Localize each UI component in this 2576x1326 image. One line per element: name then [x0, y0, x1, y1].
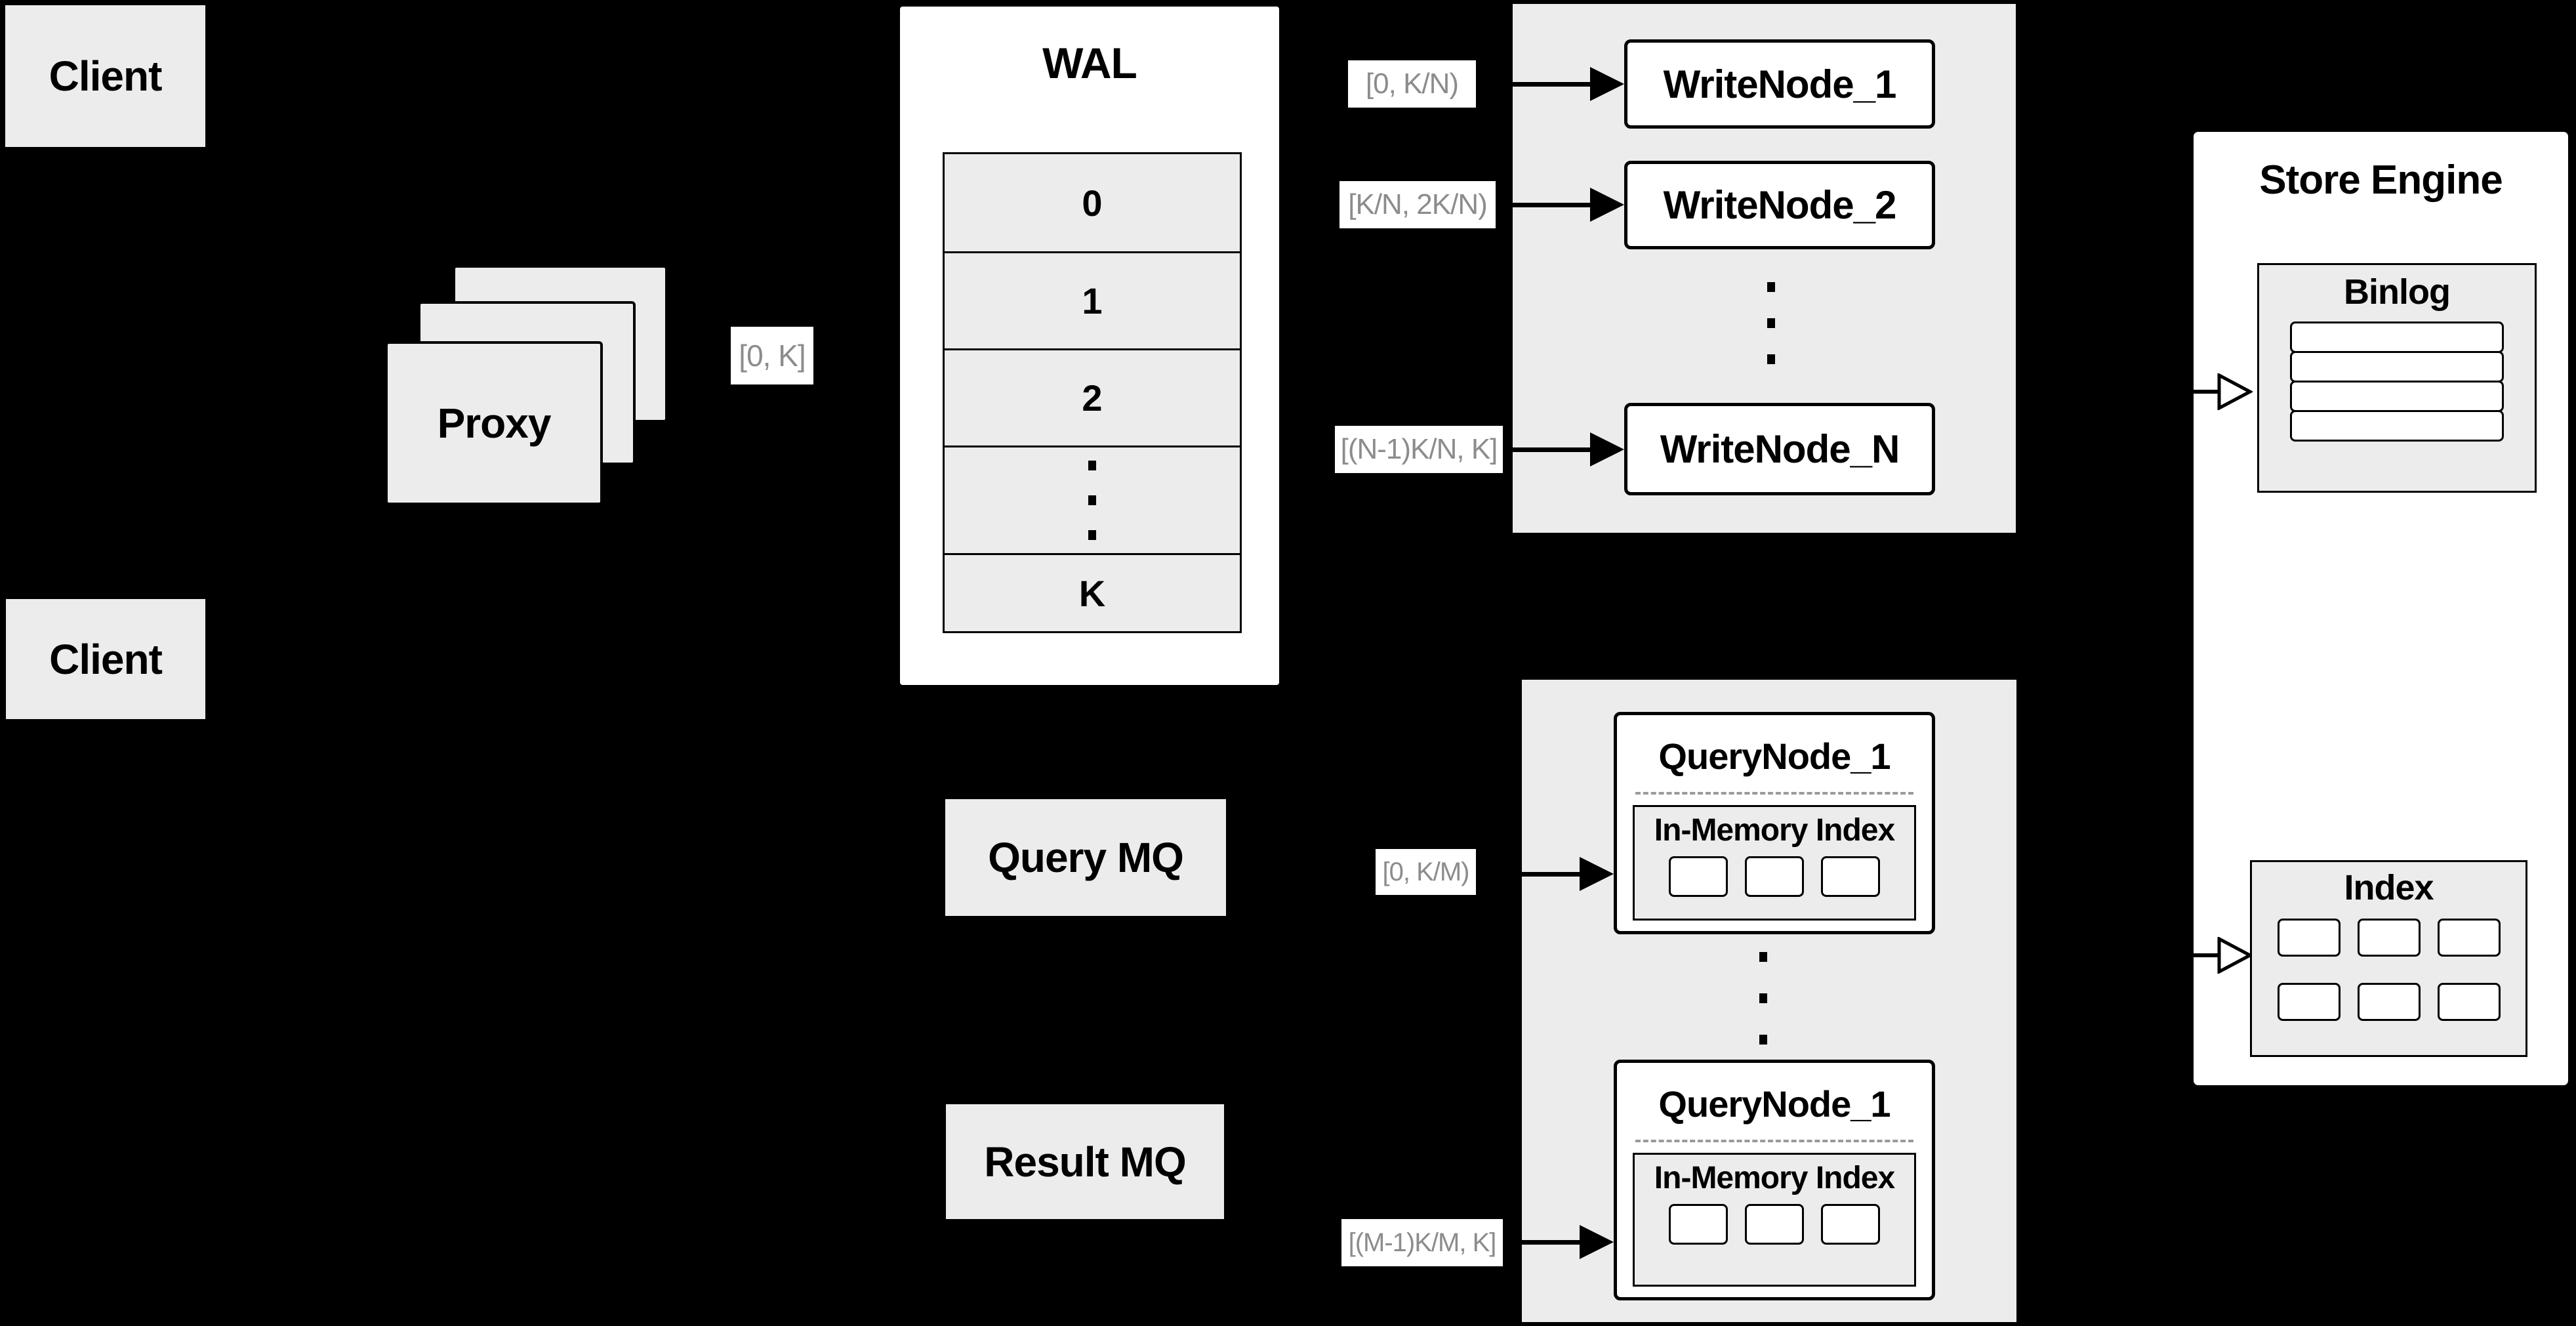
index-segments — [1669, 856, 1880, 897]
in-memory-index-box: In-Memory Index — [1633, 805, 1916, 921]
binlog-row — [2290, 410, 2504, 442]
range-label-proxy-to-wal: [0, K] — [731, 327, 813, 384]
client-box-top: Client — [5, 5, 205, 147]
index-segment-row — [2277, 919, 2501, 957]
ellipsis-dot-icon — [1767, 354, 1775, 364]
in-memory-index-box: In-Memory Index — [1633, 1153, 1916, 1287]
ellipsis-dot-icon — [1759, 1035, 1767, 1045]
index-segments-grid — [2252, 919, 2525, 1021]
binlog-row — [2290, 351, 2504, 383]
binlog-box: Binlog — [2257, 263, 2537, 493]
range-label-querynode-1: [0, K/M) — [1376, 849, 1476, 895]
ellipsis-dot-icon — [1767, 282, 1775, 292]
segment-box — [1821, 1204, 1880, 1245]
in-memory-index-title: In-Memory Index — [1654, 813, 1895, 848]
ellipsis-dot-icon — [1088, 461, 1096, 470]
hollow-arrow-right-icon — [2194, 373, 2253, 410]
range-label-querynode-m: [(M-1)K/M, K] — [1341, 1219, 1503, 1266]
writenode-1-box: WriteNode_1 — [1624, 39, 1935, 129]
writenode-2-box: WriteNode_2 — [1624, 161, 1935, 249]
segment-box — [2357, 983, 2421, 1021]
ellipsis-dot-icon — [1088, 495, 1096, 505]
segment-box — [2277, 983, 2341, 1021]
query-nodes-panel: QueryNode_1 In-Memory Index QueryNode_1 … — [1522, 680, 2016, 1322]
arrow-right-icon — [1513, 432, 1624, 466]
arrow-right-icon — [1513, 188, 1624, 222]
segment-box — [2277, 919, 2341, 957]
segment-box — [1669, 856, 1728, 897]
wal-segment-table: 0 1 2 K — [943, 152, 1242, 633]
write-nodes-panel: WriteNode_1 WriteNode_2 WriteNode_N — [1513, 4, 2016, 533]
index-box: Index — [2250, 860, 2527, 1057]
wal-row-ellipsis — [945, 445, 1240, 553]
querynode-title: QueryNode_1 — [1658, 1083, 1891, 1125]
arrow-right-icon — [1522, 857, 1614, 891]
index-title: Index — [2344, 868, 2434, 907]
wal-row-0: 0 — [945, 154, 1240, 251]
wal-title: WAL — [1042, 39, 1137, 87]
arrow-right-icon — [1513, 67, 1624, 101]
querynode-1-box: QueryNode_1 In-Memory Index — [1614, 712, 1935, 934]
binlog-rows — [2290, 321, 2504, 442]
segment-box — [2437, 919, 2501, 957]
dashed-divider — [1635, 1140, 1913, 1142]
ellipsis-dot-icon — [1767, 318, 1775, 328]
binlog-row — [2290, 321, 2504, 353]
segment-box — [1745, 1204, 1804, 1245]
querynode-m-box: QueryNode_1 In-Memory Index — [1614, 1060, 1935, 1300]
segment-box — [2357, 919, 2421, 957]
range-label-writenode-1: [0, K/N) — [1348, 60, 1476, 108]
store-engine-panel: Store Engine Binlog Index — [2192, 130, 2570, 1087]
result-mq-box: Result MQ — [946, 1104, 1224, 1219]
ellipsis-dot-icon — [1759, 993, 1767, 1003]
in-memory-index-title: In-Memory Index — [1654, 1161, 1895, 1195]
ellipsis-dot-icon — [1088, 530, 1096, 540]
range-label-writenode-2: [K/N, 2K/N) — [1339, 181, 1496, 228]
wal-box: WAL 0 1 2 K — [897, 4, 1282, 688]
wal-row-k: K — [945, 553, 1240, 631]
store-engine-title: Store Engine — [2259, 157, 2503, 203]
querynode-title: QueryNode_1 — [1658, 736, 1891, 777]
binlog-title: Binlog — [2344, 272, 2451, 312]
proxy-box: Proxy — [385, 341, 603, 505]
dashed-divider — [1635, 792, 1913, 795]
binlog-row — [2290, 381, 2504, 412]
segment-box — [1745, 856, 1804, 897]
arrow-right-icon — [1522, 1225, 1614, 1259]
index-segments — [1669, 1204, 1880, 1245]
segment-box — [1669, 1204, 1728, 1245]
ellipsis-dot-icon — [1759, 952, 1767, 962]
range-label-writenode-n: [(N-1)K/N, K] — [1335, 426, 1503, 473]
query-mq-box: Query MQ — [945, 799, 1226, 916]
segment-box — [1821, 856, 1880, 897]
writenode-n-box: WriteNode_N — [1624, 403, 1935, 495]
hollow-arrow-right-icon — [2194, 937, 2253, 974]
wal-row-2: 2 — [945, 348, 1240, 445]
wal-row-1: 1 — [945, 251, 1240, 348]
client-box-bottom: Client — [6, 599, 205, 719]
index-segment-row — [2277, 983, 2501, 1021]
segment-box — [2437, 983, 2501, 1021]
